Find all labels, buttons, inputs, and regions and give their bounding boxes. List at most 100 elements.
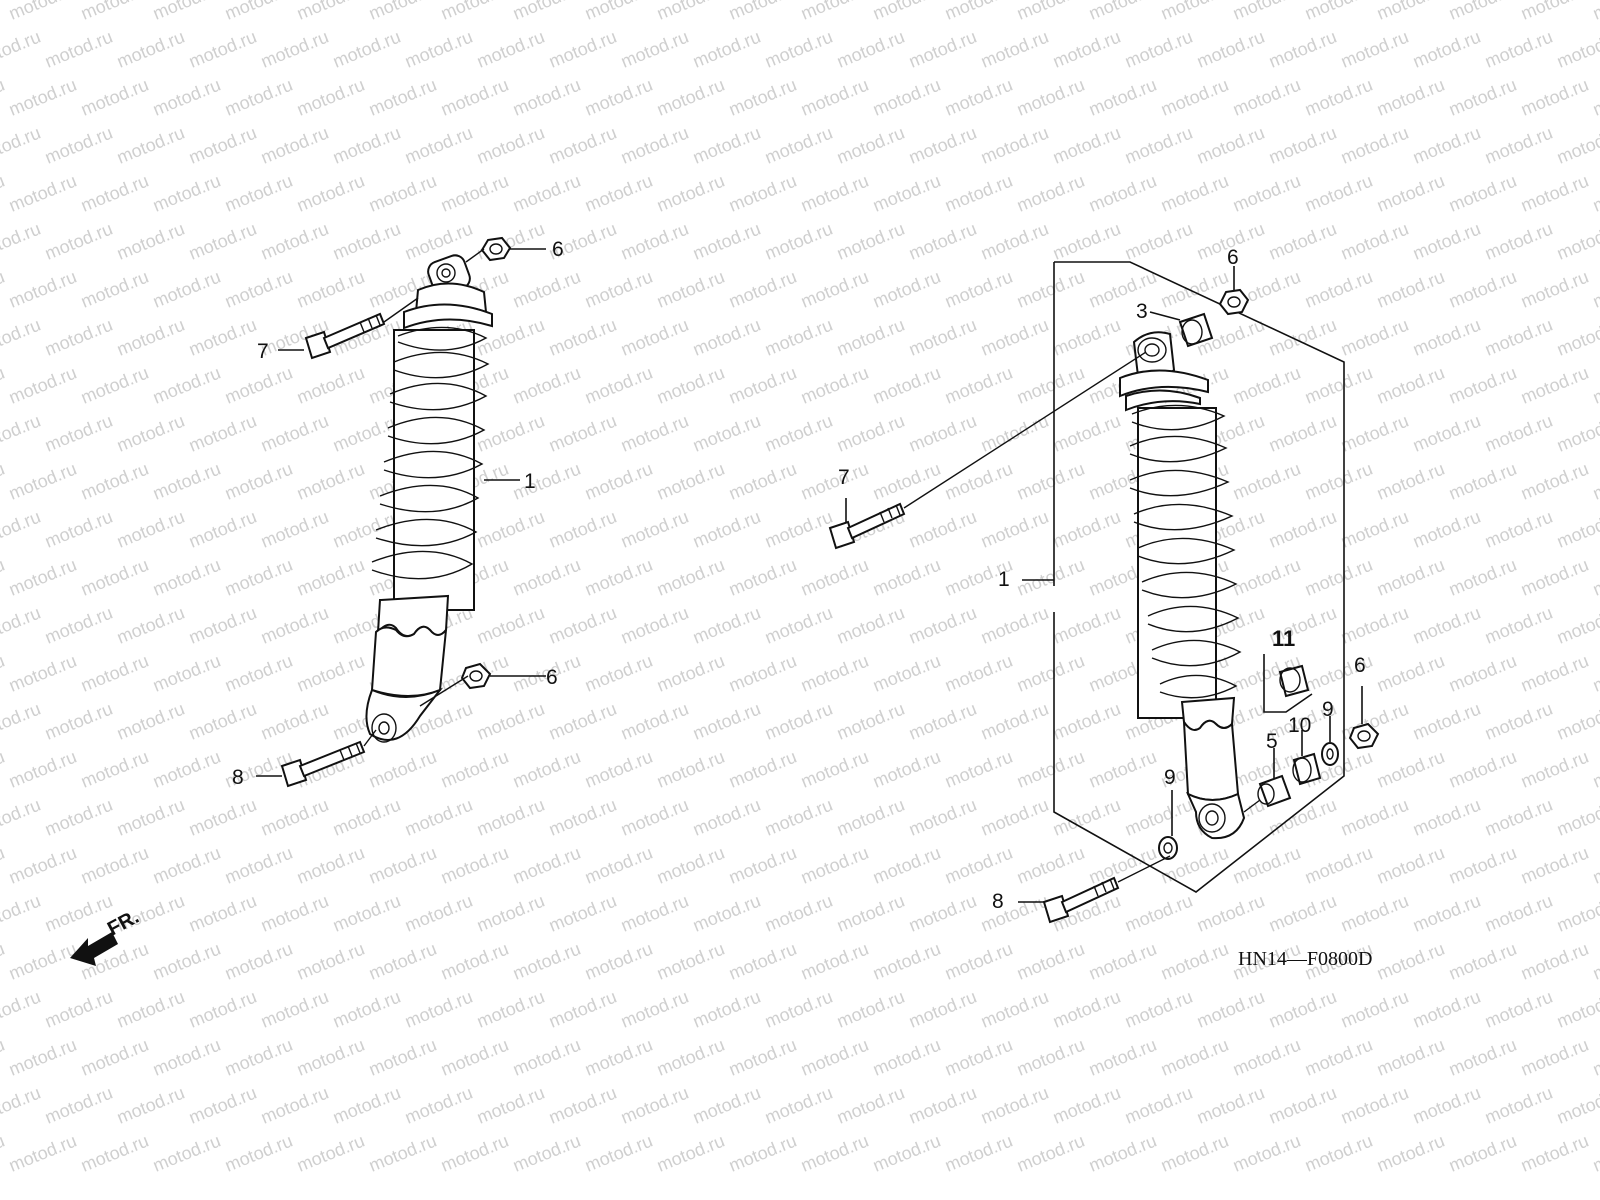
right-callout-6-top: 6 — [1227, 246, 1239, 269]
watermark-text: motod.ru — [942, 75, 1015, 120]
watermark-text: motod.ru — [114, 507, 187, 552]
watermark-text: motod.ru — [78, 267, 151, 312]
watermark-text: motod.ru — [1554, 891, 1600, 936]
watermark-text: motod.ru — [1014, 843, 1087, 888]
watermark-text: motod.ru — [618, 219, 691, 264]
watermark-text: motod.ru — [186, 507, 259, 552]
watermark-text: motod.ru — [0, 699, 43, 744]
watermark-text: motod.ru — [1410, 123, 1483, 168]
watermark-text: motod.ru — [546, 891, 619, 936]
watermark-text: motod.ru — [1590, 0, 1600, 24]
watermark-text: motod.ru — [6, 75, 79, 120]
watermark-text: motod.ru — [294, 1131, 367, 1176]
watermark-text: motod.ru — [1374, 1131, 1447, 1176]
watermark-text: motod.ru — [870, 267, 943, 312]
watermark-text: motod.ru — [0, 0, 7, 24]
watermark-text: motod.ru — [618, 507, 691, 552]
watermark-text: motod.ru — [1014, 555, 1087, 600]
watermark-text: motod.ru — [1338, 315, 1411, 360]
watermark-text: motod.ru — [1482, 411, 1555, 456]
watermark-text: motod.ru — [690, 603, 763, 648]
watermark-text: motod.ru — [1518, 171, 1591, 216]
watermark-text: motod.ru — [1266, 891, 1339, 936]
watermark-text: motod.ru — [1086, 0, 1159, 24]
watermark-text: motod.ru — [0, 891, 43, 936]
right-bolt-bottom — [1042, 876, 1120, 924]
watermark-text: motod.ru — [1266, 987, 1339, 1032]
watermark-text: motod.ru — [1590, 1131, 1600, 1176]
watermark-text: motod.ru — [474, 27, 547, 72]
watermark-text: motod.ru — [798, 75, 871, 120]
watermark-text: motod.ru — [114, 219, 187, 264]
watermark-text: motod.ru — [1050, 411, 1123, 456]
watermark-text: motod.ru — [186, 699, 259, 744]
watermark-text: motod.ru — [690, 219, 763, 264]
watermark-text: motod.ru — [510, 459, 583, 504]
watermark-text: motod.ru — [726, 1131, 799, 1176]
watermark-text: motod.ru — [906, 603, 979, 648]
watermark-text: motod.ru — [798, 651, 871, 696]
watermark-text: motod.ru — [690, 891, 763, 936]
watermark-text: motod.ru — [942, 1131, 1015, 1176]
watermark-text: motod.ru — [1338, 507, 1411, 552]
watermark-text: motod.ru — [546, 507, 619, 552]
watermark-text: motod.ru — [42, 315, 115, 360]
watermark-text: motod.ru — [1374, 459, 1447, 504]
watermark-text: motod.ru — [1482, 219, 1555, 264]
watermark-text: motod.ru — [186, 987, 259, 1032]
watermark-text: motod.ru — [546, 315, 619, 360]
watermark-text: motod.ru — [474, 891, 547, 936]
watermark-text: motod.ru — [834, 123, 907, 168]
watermark-text: motod.ru — [0, 123, 43, 168]
watermark-text: motod.ru — [1014, 0, 1087, 24]
watermark-text: motod.ru — [78, 459, 151, 504]
watermark-text: motod.ru — [0, 603, 43, 648]
right-washer-9-right — [1321, 742, 1339, 766]
watermark-text: motod.ru — [402, 27, 475, 72]
watermark-text: motod.ru — [906, 1083, 979, 1128]
watermark-text: motod.ru — [222, 171, 295, 216]
watermark-text: motod.ru — [0, 267, 7, 312]
watermark-text: motod.ru — [0, 843, 7, 888]
watermark-text: motod.ru — [1374, 939, 1447, 984]
watermark-text: motod.ru — [1122, 27, 1195, 72]
watermark-text: motod.ru — [726, 555, 799, 600]
watermark-text: motod.ru — [402, 219, 475, 264]
watermark-text: motod.ru — [1446, 939, 1519, 984]
watermark-text: motod.ru — [1266, 27, 1339, 72]
watermark-text: motod.ru — [942, 843, 1015, 888]
watermark-text: motod.ru — [1518, 1131, 1591, 1176]
watermark-text: motod.ru — [1554, 603, 1600, 648]
watermark-text: motod.ru — [114, 699, 187, 744]
watermark-text: motod.ru — [114, 27, 187, 72]
front-arrow-icon — [70, 932, 118, 966]
watermark-text: motod.ru — [1014, 75, 1087, 120]
right-collar-5 — [1257, 774, 1292, 808]
watermark-text: motod.ru — [222, 363, 295, 408]
watermark-text: motod.ru — [1410, 795, 1483, 840]
watermark-text: motod.ru — [978, 507, 1051, 552]
watermark-text: motod.ru — [1014, 939, 1087, 984]
watermark-text: motod.ru — [402, 1083, 475, 1128]
watermark-text: motod.ru — [0, 315, 43, 360]
watermark-text: motod.ru — [438, 75, 511, 120]
watermark-text: motod.ru — [150, 1131, 223, 1176]
watermark-text: motod.ru — [330, 891, 403, 936]
watermark-text: motod.ru — [1518, 651, 1591, 696]
watermark-text: motod.ru — [294, 939, 367, 984]
watermark-text: motod.ru — [1446, 171, 1519, 216]
watermark-text: motod.ru — [1086, 171, 1159, 216]
watermark-text: motod.ru — [618, 987, 691, 1032]
watermark-text: motod.ru — [1518, 555, 1591, 600]
watermark-text: motod.ru — [42, 1083, 115, 1128]
watermark-text: motod.ru — [942, 171, 1015, 216]
watermark-text: motod.ru — [1122, 1083, 1195, 1128]
watermark-text: motod.ru — [870, 75, 943, 120]
watermark-text: motod.ru — [762, 699, 835, 744]
watermark-text: motod.ru — [258, 891, 331, 936]
watermark-text: motod.ru — [1374, 75, 1447, 120]
left-callout-8: 8 — [232, 766, 244, 789]
watermark-text: motod.ru — [1158, 0, 1231, 24]
watermark-text: motod.ru — [978, 699, 1051, 744]
watermark-text: motod.ru — [1482, 507, 1555, 552]
